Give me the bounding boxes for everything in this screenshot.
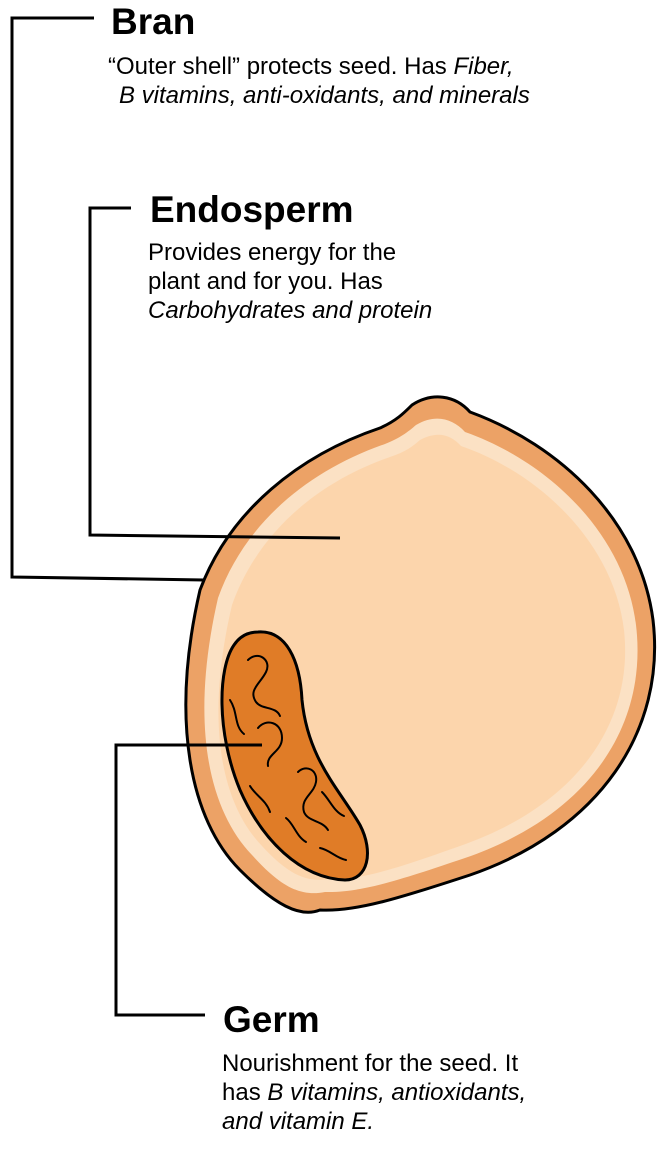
endosperm-desc-line3: Carbohydrates and protein (148, 297, 432, 324)
bran-desc-line1: “Outer shell” protects seed. Has (108, 53, 453, 80)
endosperm-desc-line1: Provides energy for the (148, 239, 396, 266)
bran-label: Bran “Outer shell” protects seed. Has Fi… (108, 2, 672, 110)
endosperm-title: Endosperm (150, 190, 568, 230)
seed-illustration (186, 397, 655, 912)
bran-title: Bran (111, 2, 672, 42)
germ-desc-line2-italic: B vitamins, antioxidants, (267, 1079, 526, 1106)
endosperm-desc-line2: plant and for you. Has (148, 268, 383, 295)
germ-desc-line2: has (222, 1079, 267, 1106)
germ-label: Germ Nourishment for the seed. It has B … (222, 1000, 662, 1136)
germ-description: Nourishment for the seed. It has B vitam… (222, 1049, 662, 1136)
endosperm-label: Endosperm Provides energy for the plant … (148, 190, 568, 325)
bran-desc-line2: B vitamins, anti-oxidants, and minerals (108, 81, 672, 110)
bran-description: “Outer shell” protects seed. Has Fiber, … (108, 52, 672, 110)
bran-desc-line1-italic: Fiber, (453, 53, 513, 80)
endosperm-description: Provides energy for the plant and for yo… (148, 238, 568, 325)
germ-title: Germ (223, 1000, 662, 1040)
germ-desc-line1: Nourishment for the seed. It (222, 1050, 518, 1077)
germ-desc-line3: and vitamin E. (222, 1108, 374, 1135)
